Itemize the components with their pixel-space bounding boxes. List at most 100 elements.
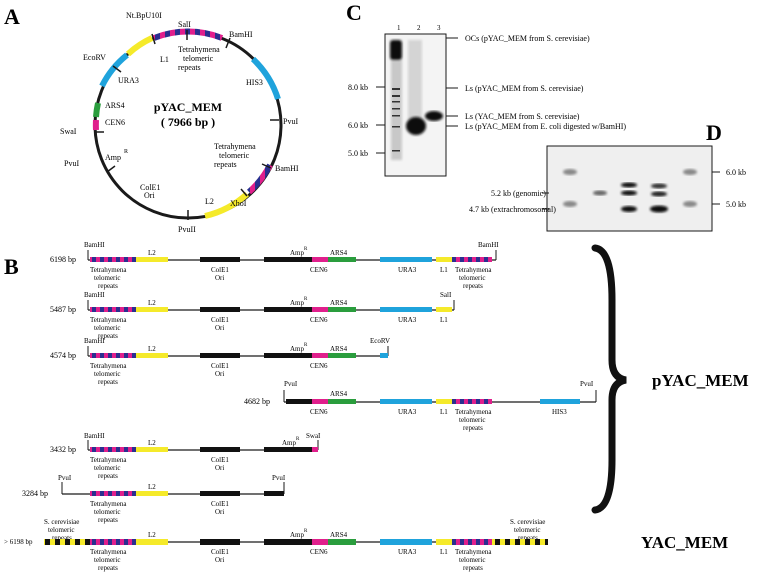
fragment-3432: 3432 bp BamHI SwaI L2 Amp R Tetrahymena … bbox=[50, 432, 321, 480]
frag3-l2-label: L2 bbox=[148, 345, 156, 353]
frag2-tt-c: repeats bbox=[98, 332, 118, 340]
frag3-amp-label: Amp bbox=[290, 345, 305, 353]
frag5-amp-label: Amp bbox=[282, 439, 297, 447]
frag3-cen6-label: CEN6 bbox=[310, 362, 328, 370]
frag1-cen6 bbox=[312, 257, 328, 262]
gel-c-annot-oc: OCs (pYAC_MEM from S. cerevisiae) bbox=[465, 34, 590, 43]
frag1-amp-sup: R bbox=[304, 247, 308, 252]
brace bbox=[591, 244, 627, 514]
fragment-3284: 3284 bp PvuI PvuI L2 Tetrahymena telomer… bbox=[22, 474, 286, 524]
label-xhoi: XhoI bbox=[230, 199, 247, 208]
frag1-ars4-label: ARS4 bbox=[330, 249, 348, 257]
frag6-tt-a: Tetrahymena bbox=[90, 500, 127, 508]
plasmid-name: pYAC_MEM bbox=[154, 100, 222, 114]
frag6-l2-label: L2 bbox=[148, 483, 156, 491]
gel-c-oc-band bbox=[390, 40, 402, 60]
frag7-ars4-label: ARS4 bbox=[330, 531, 348, 539]
frag4-l1-label: L1 bbox=[440, 408, 448, 416]
frag1-tt-c: repeats bbox=[98, 282, 118, 290]
label-telo2-c: repeats bbox=[214, 160, 237, 169]
frag6-left-site: PvuI bbox=[58, 474, 72, 482]
gel-d-box bbox=[546, 145, 713, 232]
frag1-ura3-label: URA3 bbox=[398, 266, 417, 274]
frag7-left-c: repeats bbox=[52, 534, 72, 542]
frag2-cole1-label: ColE1 bbox=[211, 316, 229, 324]
fragment-6198: 6198 bp BamHI BamHI L2 Amp R ARS4 Tetrah… bbox=[50, 241, 499, 290]
ars4-arc bbox=[93, 102, 101, 118]
frag4-ars4-label: ARS4 bbox=[330, 390, 348, 398]
frag7-ura3-label: URA3 bbox=[398, 548, 417, 556]
his3-arc bbox=[250, 56, 281, 100]
frag7-sc-right bbox=[492, 539, 548, 545]
gel-c-ladder bbox=[392, 88, 400, 152]
gel-c: 1 2 3 8.0 kb 6.0 kb 5.0 kb OCs (pYAC_MEM… bbox=[348, 24, 626, 177]
label-pvuii: PvuII bbox=[178, 225, 196, 234]
l2-arc bbox=[204, 191, 250, 219]
label-swai: SwaI bbox=[60, 127, 77, 136]
frag4-tt-c: repeats bbox=[463, 424, 483, 432]
frag3-tt-c: repeats bbox=[98, 378, 118, 386]
label-bamhi-right: BamHI bbox=[275, 164, 299, 173]
frag3-amp-sup: R bbox=[304, 343, 308, 348]
frag1-telo-left bbox=[90, 257, 136, 262]
frag4-right-site: PvuI bbox=[580, 380, 594, 388]
frag4-ura3-label: URA3 bbox=[398, 408, 417, 416]
panel-label-b: B bbox=[4, 254, 19, 279]
frag7-amp-label: Amp bbox=[290, 531, 305, 539]
frag5-right-site: SwaI bbox=[306, 432, 321, 440]
frag2-ori-label: Ori bbox=[215, 324, 224, 332]
frag2-tt-b: telomeric bbox=[94, 324, 120, 332]
frag5-tt-c: repeats bbox=[98, 472, 118, 480]
label-telo2: Tetrahymena bbox=[214, 142, 256, 151]
frag6-cole1-label: ColE1 bbox=[211, 500, 229, 508]
frag2-l1-label: L1 bbox=[440, 316, 448, 324]
frag4-cen6-label: CEN6 bbox=[310, 408, 328, 416]
gel-d-annot-genomic: 5.2 kb (genomic) bbox=[491, 189, 546, 198]
fragment-4682: 4682 bp PvuI PvuI ARS4 CEN6 URA3 L1 Tetr… bbox=[244, 380, 597, 432]
fragment-4574: 4574 bp BamHI EcoRV L2 Amp R ARS4 Tetrah… bbox=[50, 337, 390, 386]
plasmid-size: ( 7966 bp ) bbox=[161, 115, 215, 129]
label-ecorv: EcoRV bbox=[83, 53, 106, 62]
label-ntbpu10i: Nt.BpU10I bbox=[126, 11, 162, 20]
frag1-l2-label: L2 bbox=[148, 249, 156, 257]
label-cen6: CEN6 bbox=[105, 118, 125, 127]
frag1-l1-label: L1 bbox=[440, 266, 448, 274]
frag4-size: 4682 bp bbox=[244, 397, 270, 406]
frag1-right-site: BamHI bbox=[478, 241, 499, 249]
frag1-amp-label: Amp bbox=[290, 249, 305, 257]
label-ori: Ori bbox=[144, 191, 155, 200]
gel-c-smear bbox=[391, 60, 402, 160]
telomere-arc-bottom bbox=[246, 163, 273, 195]
frag7-tt-right-c: repeats bbox=[463, 564, 483, 572]
frag7-tt-c: repeats bbox=[98, 564, 118, 572]
frag5-l2-label: L2 bbox=[148, 439, 156, 447]
frag2-amp-sup: R bbox=[304, 297, 308, 302]
frag3-cole1-label: ColE1 bbox=[211, 362, 229, 370]
frag2-l2-label: L2 bbox=[148, 299, 156, 307]
frag5-left-site: BamHI bbox=[84, 432, 105, 440]
frag2-ura3-label: URA3 bbox=[398, 316, 417, 324]
frag2-left-site: BamHI bbox=[84, 291, 105, 299]
frag5-tt-a: Tetrahymena bbox=[90, 456, 127, 464]
frag4-tt-b: telomeric bbox=[459, 416, 485, 424]
gel-d-lane2-extra bbox=[621, 206, 637, 212]
frag3-ars4-label: ARS4 bbox=[330, 345, 348, 353]
frag6-tt-c: repeats bbox=[98, 516, 118, 524]
frag2-right-site: SalI bbox=[440, 291, 452, 299]
frag1-ars4 bbox=[328, 257, 356, 262]
frag4-tt-a: Tetrahymena bbox=[455, 408, 492, 416]
frag1-l2 bbox=[136, 257, 168, 262]
label-l1: L1 bbox=[160, 55, 169, 64]
gel-c-marker-5kb: 5.0 kb bbox=[348, 149, 368, 158]
panel-label-d: D bbox=[706, 120, 722, 145]
frag1-l1 bbox=[436, 257, 452, 262]
label-telo1-b: telomeric bbox=[183, 54, 214, 63]
gel-c-lane2-smear bbox=[408, 40, 422, 120]
label-bamhi-top: BamHI bbox=[229, 30, 253, 39]
gel-c-band-yac bbox=[425, 111, 443, 121]
frag3-ori-label: Ori bbox=[215, 370, 224, 378]
frag1-cen6-label: CEN6 bbox=[310, 266, 328, 274]
frag1-ori-label: Ori bbox=[215, 274, 224, 282]
frag7-right-a: S. cerevisiae bbox=[510, 518, 545, 526]
panel-label-a: A bbox=[4, 4, 20, 29]
